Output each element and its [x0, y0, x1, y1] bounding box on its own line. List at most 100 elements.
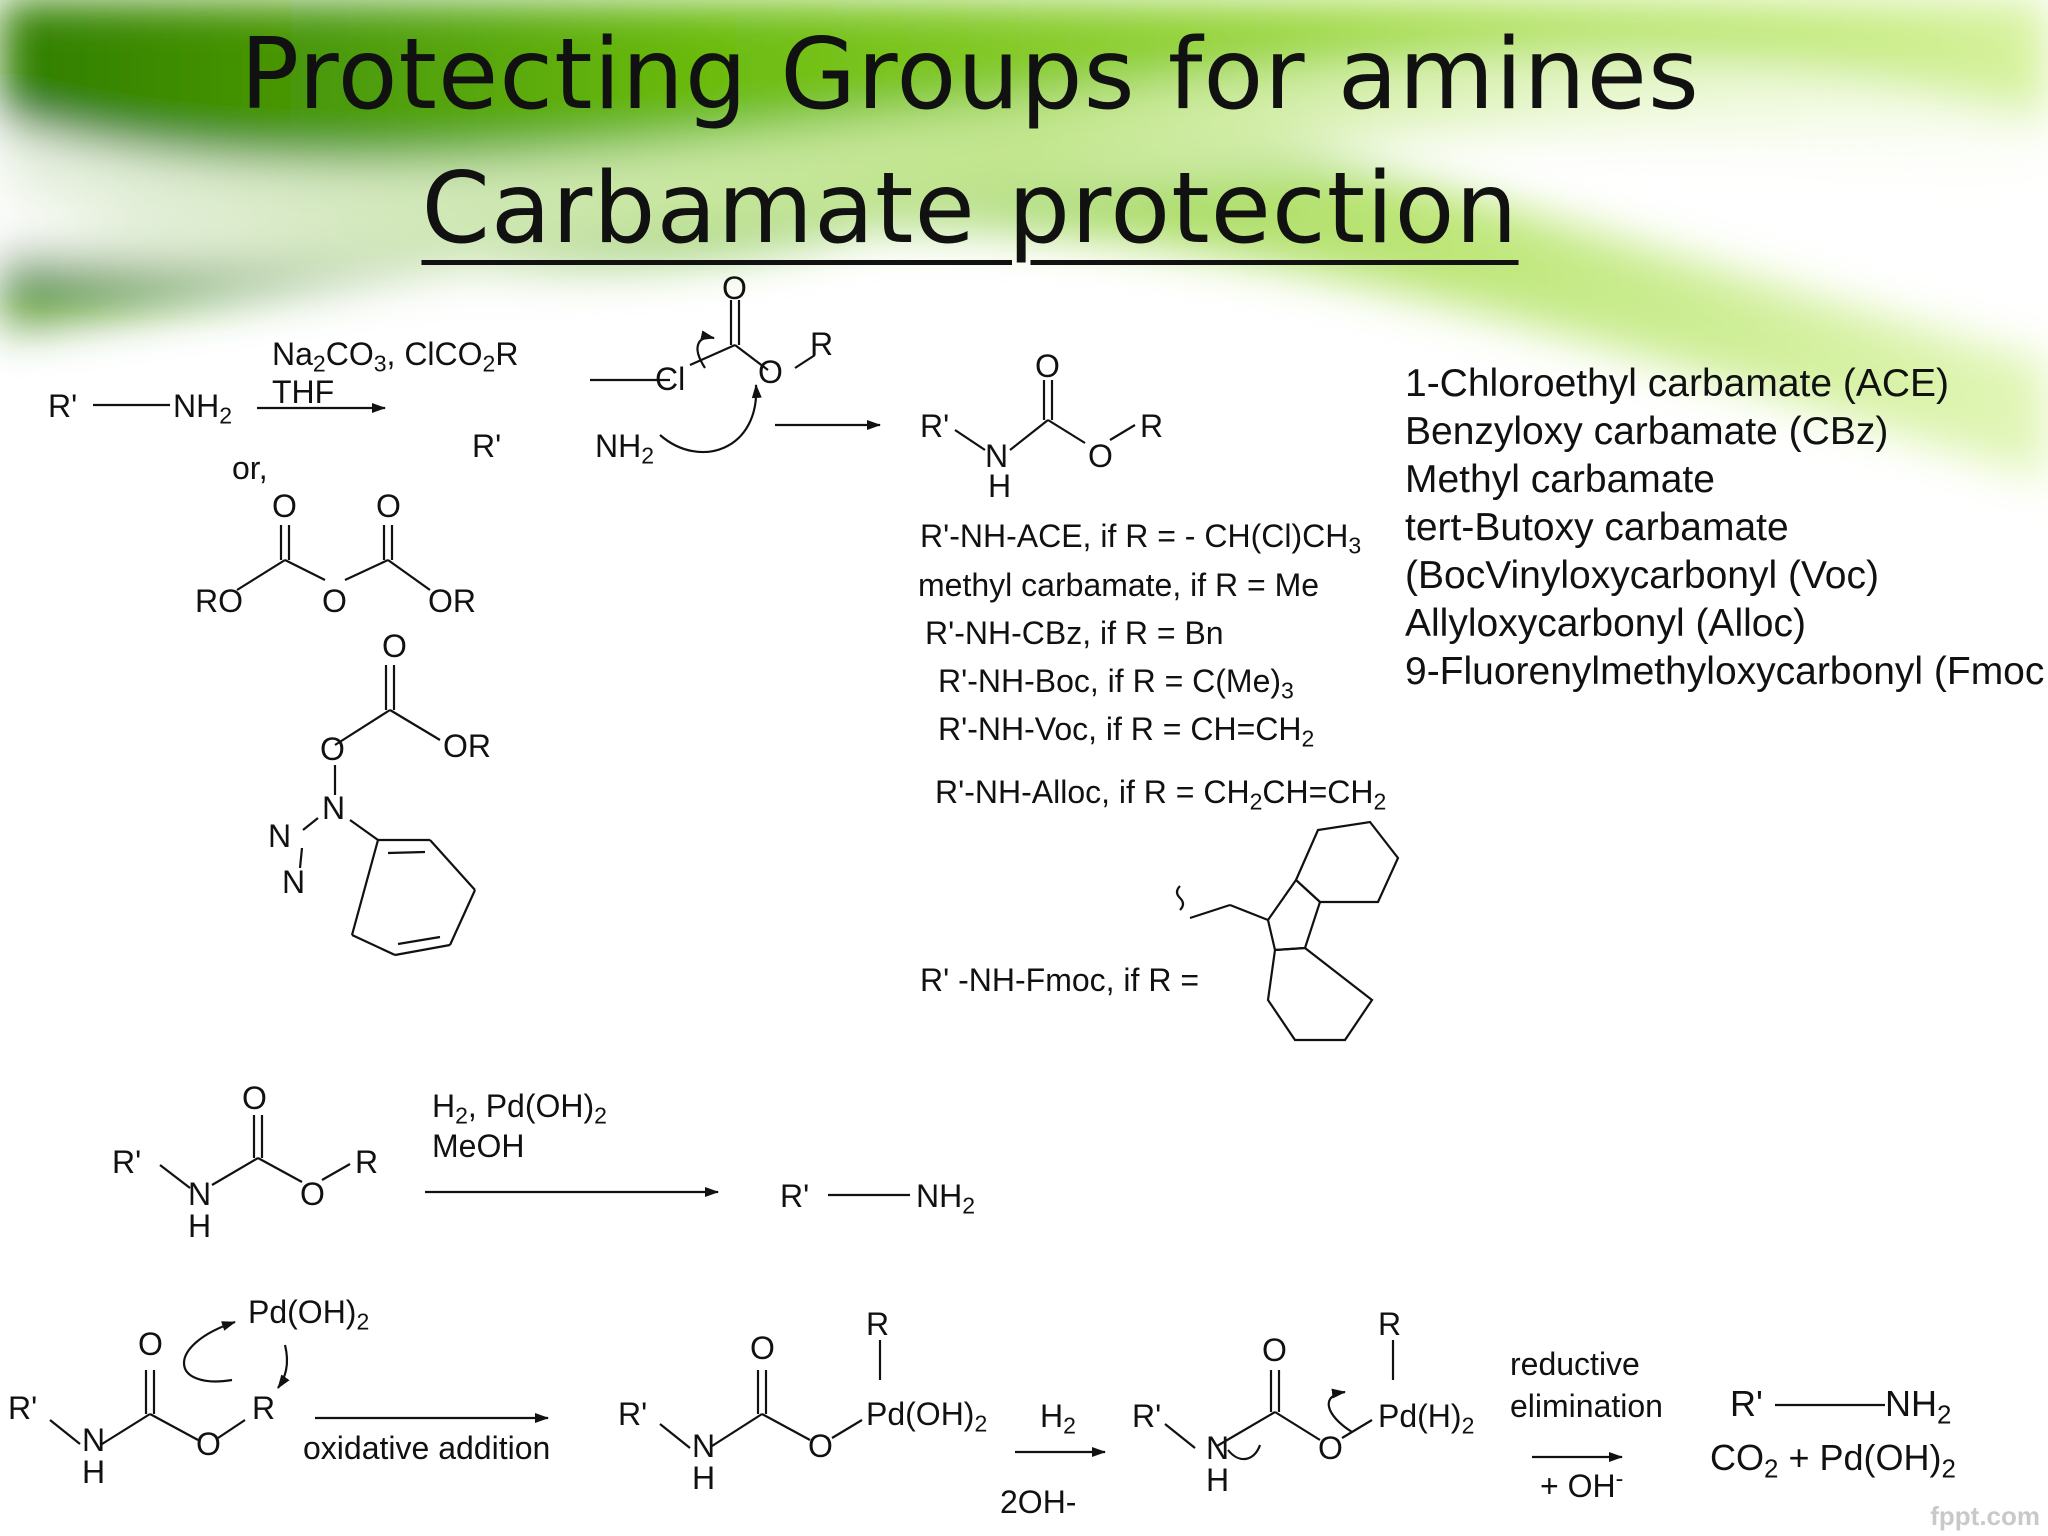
mech2-o: O: [750, 1330, 775, 1366]
hobt-n3: N: [282, 864, 306, 900]
mech3-n: N: [1206, 1430, 1230, 1466]
amine-r-prime-label: R': [48, 388, 78, 424]
hobt-n1: N: [322, 790, 346, 826]
chloroformate-o: O: [722, 270, 747, 306]
hobt-or: OR: [443, 728, 491, 764]
abbr-cbz: Benzyloxy carbamate (CBz): [1405, 410, 1889, 453]
mech1-o: O: [138, 1326, 163, 1362]
plus-oh-text: + OH: [1540, 1468, 1616, 1504]
alloc-r-text: CH=CH: [1262, 774, 1374, 810]
anhydride-o1: O: [272, 488, 297, 524]
amine-nh2-label: NH2: [173, 388, 233, 429]
nh-text: NH: [916, 1178, 963, 1214]
deprot-r: R: [355, 1144, 379, 1180]
abbr-methyl: Methyl carbamate: [1405, 458, 1715, 501]
plus-pd-text: + Pd(OH): [1788, 1437, 1942, 1478]
anhydride-or: OR: [428, 583, 476, 619]
deprot-n: N: [188, 1176, 212, 1212]
final-nh2: NH2: [1885, 1383, 1952, 1430]
mech1-r-prime: R': [8, 1390, 38, 1426]
deprot-o-ester: O: [300, 1176, 325, 1212]
deprot-product-nh2: NH2: [916, 1178, 976, 1219]
chloroformate-r: R: [810, 326, 834, 362]
title-line-2: Carbamate protection: [421, 152, 1519, 266]
abbr-voc: (BocVinyloxycarbonyl (Voc): [1405, 554, 1879, 597]
hobt-n2: N: [268, 818, 292, 854]
reductive-label: reductive: [1510, 1346, 1640, 1382]
mech3-pdh2: Pd(H)2: [1378, 1398, 1475, 1439]
title-line-1: Protecting Groups for amines: [240, 18, 1700, 132]
plus-oh-label: + OH-: [1540, 1465, 1624, 1504]
mech3-h: H: [1206, 1462, 1230, 1498]
chloroformate-o-ester: O: [758, 354, 783, 390]
meoh-reagent: MeOH: [432, 1128, 525, 1164]
alloc-text: R'-NH-Alloc, if R = CH: [935, 774, 1250, 810]
nh-text: NH: [595, 428, 642, 464]
ace-r-text: - CH(Cl)CH: [1184, 518, 1349, 554]
pdoh-text: Pd(OH): [248, 1294, 357, 1330]
na-text: Na: [272, 336, 313, 372]
mech1-r: R: [252, 1390, 276, 1426]
mech-2oh-label: 2OH-: [1000, 1484, 1077, 1520]
ace-text: R'-NH-ACE, if R =: [920, 518, 1185, 554]
abbreviation-list: 1-Chloroethyl carbamate (ACE) Benzyloxy …: [1405, 360, 2044, 696]
deprot-o: O: [242, 1080, 267, 1116]
product-n: N: [985, 438, 1009, 474]
product-boc: R'-NH-Boc, if R = C(Me)3: [938, 663, 1294, 704]
final-co2-pd: CO2 + Pd(OH)2: [1710, 1437, 1956, 1484]
mech1-o-ester: O: [196, 1426, 221, 1462]
product-r-prime: R': [920, 408, 950, 444]
oxidative-addition-label: oxidative addition: [303, 1430, 551, 1466]
boc-text: R'-NH-Boc, if R =: [938, 663, 1193, 699]
na2co3-reagent: Na2CO3, ClCO2R: [272, 336, 519, 377]
mech2-pdoh2: Pd(OH)2: [866, 1396, 988, 1437]
product-cbz: R'-NH-CBz, if R = Bn: [925, 615, 1224, 651]
product-r: R: [1140, 408, 1164, 444]
nh-text: NH: [1885, 1383, 1937, 1424]
mech2-h: H: [692, 1460, 716, 1496]
h-text: H: [432, 1088, 456, 1124]
pd-text: , Pd(OH): [467, 1088, 595, 1124]
thf-reagent: THF: [272, 374, 335, 410]
deprot-h: H: [188, 1208, 212, 1244]
deprot-r-prime: R': [112, 1144, 142, 1180]
co-text: CO: [1710, 1437, 1764, 1478]
abbr-fmoc: 9-Fluorenylmethyloxycarbonyl (Fmoc: [1405, 650, 2045, 693]
or-label: or,: [232, 450, 268, 486]
mech1-pdoh2: Pd(OH)2: [248, 1294, 370, 1335]
elimination-label: elimination: [1510, 1388, 1663, 1424]
hobt-carbonyl-o: O: [382, 628, 407, 664]
mech2-r-prime: R': [618, 1396, 648, 1432]
abbr-ace: 1-Chloroethyl carbamate (ACE): [1405, 362, 1950, 405]
pdh-text: Pd(H): [1378, 1398, 1462, 1434]
voc-text: R'-NH-Voc, if R =: [938, 711, 1191, 747]
mech3-o: O: [1262, 1332, 1287, 1368]
hobt-o: O: [320, 731, 345, 767]
final-r-prime: R': [1730, 1383, 1763, 1424]
product-alloc: R'-NH-Alloc, if R = CH2CH=CH2: [935, 774, 1387, 815]
voc-r-text: CH=CH: [1190, 711, 1302, 747]
deprot-product-r-prime: R': [780, 1178, 810, 1214]
mech1-h: H: [82, 1454, 106, 1490]
product-voc: R'-NH-Voc, if R = CH=CH2: [938, 711, 1315, 752]
anhydride-ro: RO: [195, 583, 243, 619]
amine2-nh2: NH2: [595, 428, 655, 469]
watermark: fppt.com: [1930, 1501, 2040, 1531]
mech1-n: N: [82, 1422, 106, 1458]
clco2r-text: , ClCO: [386, 336, 483, 372]
abbr-tbutoxy: tert-Butoxy carbamate: [1405, 506, 1789, 549]
anhydride-o2: O: [376, 488, 401, 524]
nh-text: NH: [173, 388, 220, 424]
anhydride-o-bridge: O: [322, 583, 347, 619]
mech3-r-top: R: [1378, 1306, 1402, 1342]
mech-h2-label: H2: [1040, 1398, 1076, 1439]
h2-pdoh2-reagent: H2, Pd(OH)2: [432, 1088, 607, 1129]
mech2-o-ester: O: [808, 1428, 833, 1464]
product-ace: R'-NH-ACE, if R = - CH(Cl)CH3: [920, 518, 1362, 559]
r-text: R: [495, 336, 519, 372]
mech2-n: N: [692, 1428, 716, 1464]
pdoh-text: Pd(OH): [866, 1396, 975, 1432]
product-o-ester: O: [1088, 438, 1113, 474]
